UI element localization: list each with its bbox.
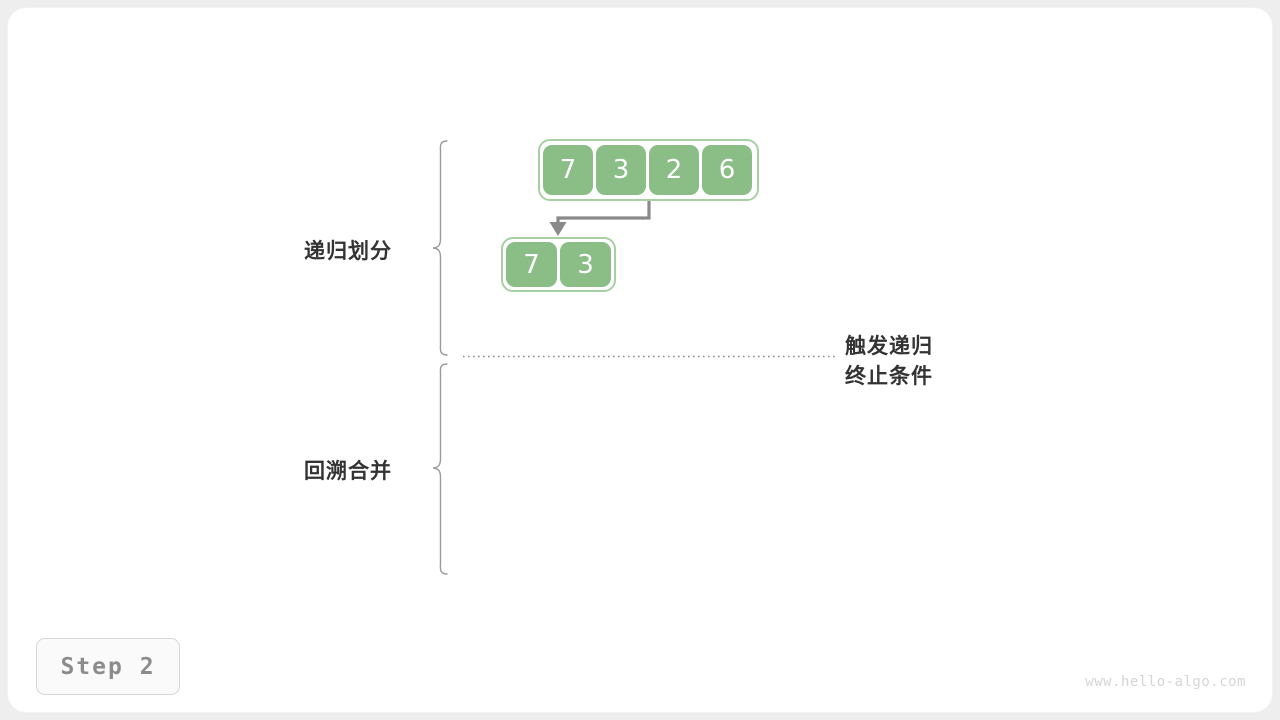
- section-label-merge: 回溯合并: [304, 459, 392, 483]
- array-cell: 3: [596, 145, 646, 195]
- watermark: www.hello-algo.com: [1085, 674, 1246, 690]
- termination-annotation: 触发递归 终止条件: [845, 331, 933, 391]
- annotation-line-1: 触发递归: [845, 334, 933, 358]
- array-cell: 2: [649, 145, 699, 195]
- array-cell: 7: [543, 145, 593, 195]
- diagram-card: [8, 8, 1272, 712]
- section-label-divide: 递归划分: [304, 239, 392, 263]
- array-row-left-subarray: 7 3: [501, 237, 616, 292]
- array-row-original: 7 3 2 6: [538, 139, 759, 201]
- array-cell: 3: [560, 242, 611, 287]
- array-cell: 7: [506, 242, 557, 287]
- annotation-line-2: 终止条件: [845, 364, 933, 388]
- array-cell: 6: [702, 145, 752, 195]
- step-badge: Step 2: [36, 638, 180, 695]
